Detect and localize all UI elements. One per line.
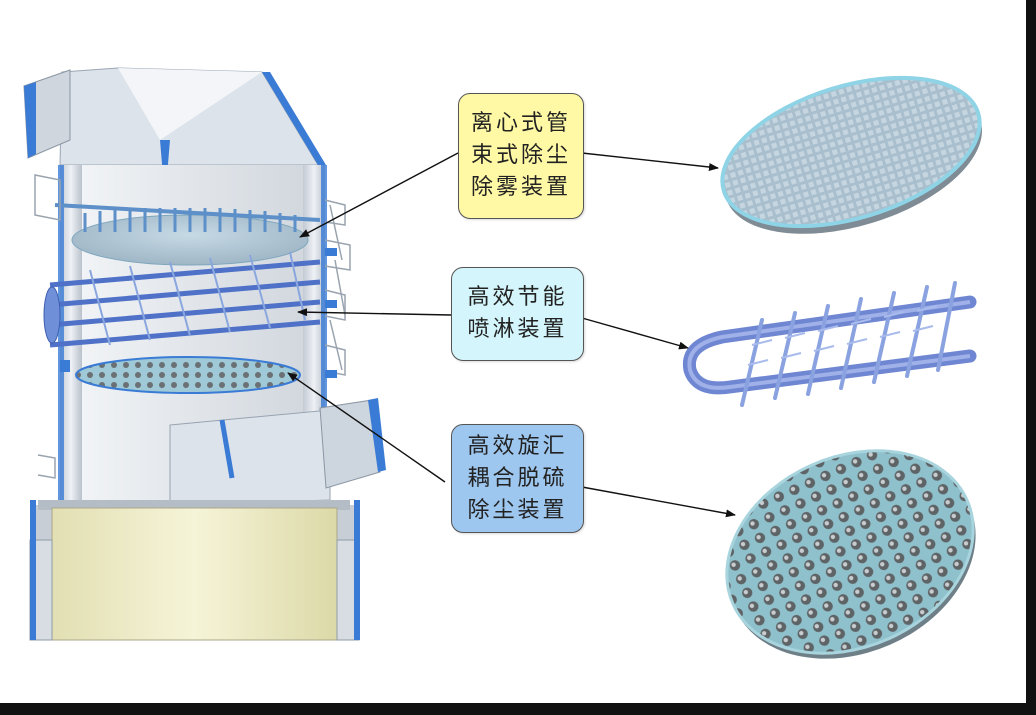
spray-label-box: 高效节能 喷淋装置	[451, 267, 584, 361]
spray-label: 高效节能 喷淋装置	[467, 285, 568, 342]
arrow-box3-to-tower	[287, 372, 446, 483]
bottom-edge-bar	[0, 703, 1036, 715]
demister-plate-illustration	[720, 75, 982, 234]
swirl-label-box: 高效旋汇 耦合脱硫 除尘装置	[451, 424, 584, 533]
demister-label-box: 离心式管 束式除尘 除雾装置	[458, 93, 584, 219]
arrow-box1-to-part	[581, 152, 719, 171]
pointer-arrows	[287, 152, 736, 518]
swirl-plate-illustration	[725, 449, 976, 659]
arrow-box1-to-tower	[299, 152, 459, 238]
demister-label: 离心式管 束式除尘 除雾装置	[470, 111, 571, 200]
swirl-label: 高效旋汇 耦合脱硫 除尘装置	[467, 433, 568, 523]
arrow-box2-to-tower	[297, 308, 452, 317]
arrow-box2-to-part	[581, 317, 689, 350]
right-edge-bar	[1026, 0, 1036, 715]
spray-header-illustration	[682, 281, 977, 407]
absorber-tower-illustration	[23, 67, 386, 641]
arrow-box3-to-part	[581, 486, 736, 518]
